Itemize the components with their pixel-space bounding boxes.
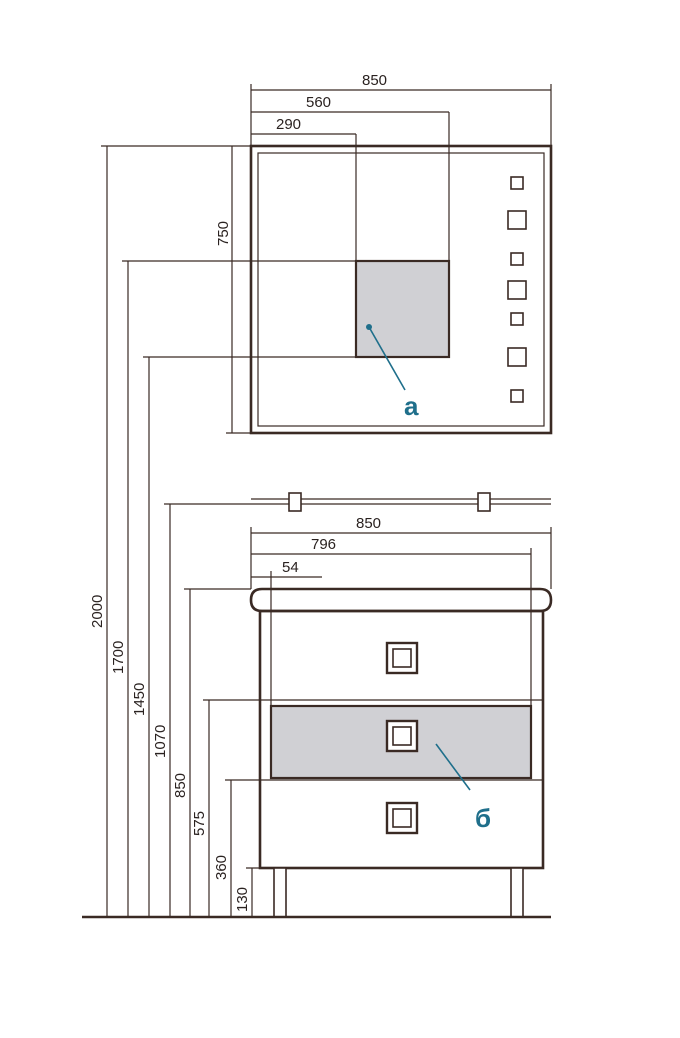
height-850-label: 850	[172, 773, 189, 798]
cabinet-dim-796-label: 796	[311, 536, 336, 553]
height-dimensions: 2000 1700 1450 1070 850 575 360 130	[82, 145, 551, 919]
callout-b-leader	[435, 743, 471, 791]
shelf-bracket-right	[477, 492, 491, 512]
mirror-height-label: 750	[215, 221, 232, 246]
mirror-dim-290-label: 290	[276, 116, 301, 133]
height-575-label: 575	[191, 811, 208, 836]
mirror-highlight-panel	[354, 259, 451, 359]
callout-a-leader	[368, 326, 406, 391]
callout-b-label: б	[475, 803, 491, 833]
countertop	[249, 587, 553, 613]
vanity-cabinet: 850 796 54 б	[249, 515, 553, 918]
cabinet-leg-right	[510, 867, 524, 918]
callout-a-label: а	[404, 391, 419, 421]
drawer-knob-middle	[385, 719, 419, 753]
tile-small	[510, 176, 524, 190]
mirror-outer-frame	[249, 144, 553, 435]
mirror-dim-560-label: 560	[306, 94, 331, 111]
tile-small	[510, 252, 524, 266]
cabinet-dim-54-label: 54	[282, 559, 299, 576]
height-1700-label: 1700	[110, 641, 127, 674]
drawer-knob-middle-inner	[392, 726, 412, 746]
mirror-cabinet: 850 560 290 750 а	[215, 72, 553, 435]
height-1070-label: 1070	[152, 725, 169, 758]
mirror-tiles	[507, 176, 527, 403]
tile-small	[510, 389, 524, 403]
drawer-knob-bottom-inner	[392, 808, 412, 828]
shelf	[251, 492, 551, 512]
height-360-label: 360	[213, 855, 230, 880]
drawer-knob-bottom	[385, 801, 419, 835]
cabinet-width-label: 850	[356, 515, 381, 532]
tile-large	[507, 347, 527, 367]
shelf-bracket-left	[288, 492, 302, 512]
height-130-label: 130	[234, 887, 251, 912]
cabinet-leg-left	[273, 867, 287, 918]
cabinet-body	[258, 609, 545, 870]
tile-large	[507, 280, 527, 300]
drawer-highlight-panel	[269, 704, 533, 780]
drawer-knob-top-inner	[392, 648, 412, 668]
mirror-inner-frame	[257, 152, 545, 427]
mirror-width-label: 850	[362, 72, 387, 89]
height-1450-label: 1450	[131, 683, 148, 716]
tile-small	[510, 312, 524, 326]
tile-large	[507, 210, 527, 230]
height-2000-label: 2000	[89, 595, 106, 628]
